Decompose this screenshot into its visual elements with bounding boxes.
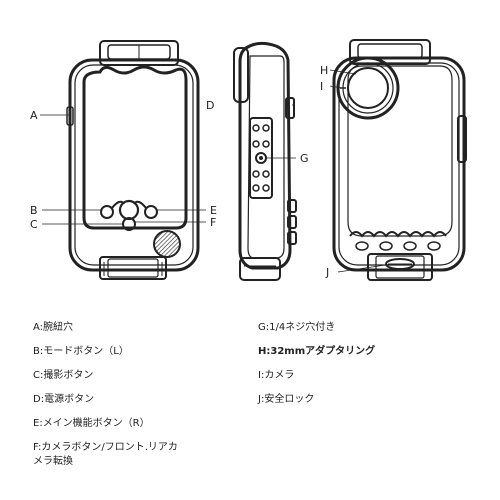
- legend-i: I:カメラ: [258, 370, 295, 381]
- legend-a: A:腕紐穴: [33, 322, 74, 333]
- callout-e: E: [210, 204, 217, 217]
- callout-c: C: [30, 218, 38, 231]
- callout-line-i: [329, 85, 343, 89]
- callout-d: D: [206, 99, 214, 112]
- callout-j: J: [325, 266, 329, 279]
- legend-c: C:撮影ボタン: [33, 370, 94, 381]
- callout-line-h: [329, 69, 357, 75]
- housing-diagram: A B C D E F G H I J: [30, 39, 467, 281]
- legend-b: B:モードボタン（L）: [33, 346, 129, 357]
- callout-b: B: [30, 204, 38, 217]
- legend-g: G:1/4ネジ穴付き: [258, 322, 336, 333]
- callout-h: H: [320, 64, 328, 77]
- side-view: [233, 41, 297, 281]
- legend-f-line2: メラ転換: [33, 456, 73, 467]
- callout-a: A: [30, 109, 38, 122]
- legend-d: D:電源ボタン: [33, 394, 95, 405]
- callout-g: G: [300, 152, 309, 165]
- back-view: [332, 39, 467, 281]
- legend-h: H:32mmアダプタリング: [258, 346, 376, 357]
- legend-j: J:安全ロック: [258, 394, 315, 405]
- legend-e: E:メイン機能ボタン（R）: [33, 418, 150, 429]
- front-view: [66, 40, 200, 280]
- callout-i: I: [320, 80, 323, 93]
- callout-f: F: [210, 216, 216, 229]
- legend-f-line1: F:カメラボタン/フロント.リアカ: [33, 442, 178, 453]
- callout-line-j: [337, 263, 393, 273]
